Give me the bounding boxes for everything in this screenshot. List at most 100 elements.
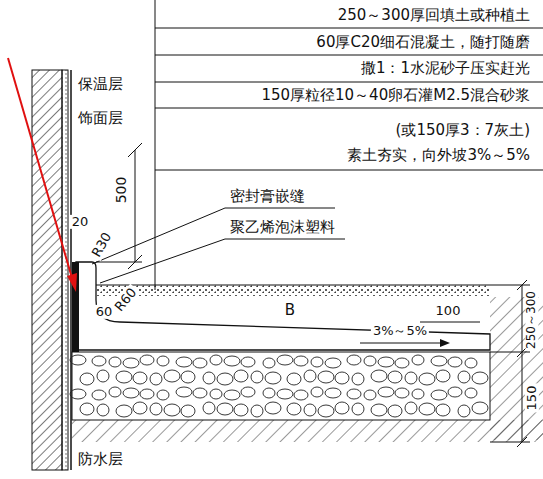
pebble [448, 387, 462, 397]
pebble [217, 373, 233, 385]
insulation-layer [62, 70, 68, 470]
pebble [325, 388, 341, 398]
pebble [412, 355, 424, 365]
leader-line [100, 239, 345, 283]
layer-note: (或150厚3：7灰土) [394, 122, 532, 139]
pebble [116, 405, 132, 417]
extension-line [490, 442, 530, 443]
pebble [378, 387, 394, 397]
pebble [109, 387, 121, 397]
pebble [431, 390, 447, 400]
pebble [224, 390, 240, 400]
pebble [70, 389, 86, 399]
red-pointer-head [67, 273, 77, 292]
dimension-line [420, 322, 480, 323]
pebble [133, 402, 147, 414]
dimension-tick [128, 255, 142, 269]
pebble [133, 372, 147, 384]
pebble [405, 372, 417, 384]
dimension-tick [128, 143, 142, 157]
pebble [263, 358, 275, 368]
pebble [352, 403, 364, 415]
pebble [116, 371, 132, 383]
pebble [436, 370, 450, 382]
table-rule [155, 82, 543, 83]
pebble [311, 357, 323, 367]
leader-line [92, 208, 335, 264]
pebble [431, 356, 447, 366]
backfill-band [96, 285, 490, 296]
pebble [395, 358, 409, 368]
pebble [335, 372, 349, 384]
pebble [287, 373, 301, 385]
pebble [70, 355, 86, 365]
pebble [234, 404, 248, 416]
pebble [318, 371, 334, 383]
pebble [157, 356, 169, 366]
layer-note: 150厚粒径10～40卵石灌M2.5混合砂浆 [259, 87, 532, 104]
pebble [448, 357, 462, 367]
extension-line [490, 352, 530, 353]
radius-text: R30 [88, 229, 115, 262]
pebble [335, 402, 349, 414]
pebble [378, 357, 394, 367]
pebble [265, 402, 281, 414]
dimension-text: B [283, 302, 297, 319]
pebble [92, 356, 106, 366]
pebble [294, 356, 308, 366]
callout-label: 密封膏嵌缝 [228, 188, 307, 205]
pebble-group [70, 355, 488, 417]
layer-label: 防水层 [76, 451, 125, 468]
pebble [352, 373, 364, 385]
pebble [263, 388, 275, 398]
pebble [224, 356, 240, 366]
pebble [140, 389, 154, 399]
pebble [193, 388, 207, 398]
dimension-tick [517, 437, 527, 447]
pebble [241, 357, 255, 367]
callout-label: 聚乙烯泡沫塑料 [228, 219, 337, 236]
table-rule [155, 170, 543, 171]
dimension-text: 500 [114, 175, 129, 206]
pebble [150, 403, 162, 415]
pebble [458, 371, 470, 383]
pebble [472, 372, 488, 384]
pebble [97, 370, 109, 382]
pebble [472, 402, 488, 414]
table-rule [155, 28, 543, 29]
table-rule [155, 0, 156, 290]
layer-label: 饰面层 [76, 110, 125, 127]
pebble [140, 355, 154, 365]
pebble [203, 402, 215, 414]
pebble [97, 404, 109, 416]
pebble [412, 389, 424, 399]
pebble [217, 403, 233, 415]
pebble [405, 402, 417, 414]
pebble [436, 404, 450, 416]
pebble [419, 373, 435, 385]
pebble [388, 405, 402, 417]
pebble [176, 387, 192, 397]
layer-note: 撒1：1水泥砂子压实赶光 [359, 60, 532, 77]
pebble [193, 358, 207, 368]
pebble [347, 389, 361, 399]
pebble [164, 404, 180, 416]
pebble [181, 371, 195, 383]
wall [32, 70, 62, 470]
dimension-text: 150 [525, 384, 539, 413]
pebble [251, 405, 263, 417]
pebble [210, 389, 222, 399]
dimension-line [522, 285, 523, 442]
pebble [287, 403, 301, 415]
layer-note: 250～300厚回填土或种植土 [336, 7, 532, 24]
pebble [123, 358, 139, 368]
pebble [80, 403, 94, 415]
pebble [311, 387, 323, 397]
pebble [347, 355, 361, 365]
pebble [465, 388, 477, 398]
pebble [395, 388, 409, 398]
pebble [251, 371, 263, 383]
backfill-top [96, 285, 490, 286]
pebble [364, 356, 376, 366]
